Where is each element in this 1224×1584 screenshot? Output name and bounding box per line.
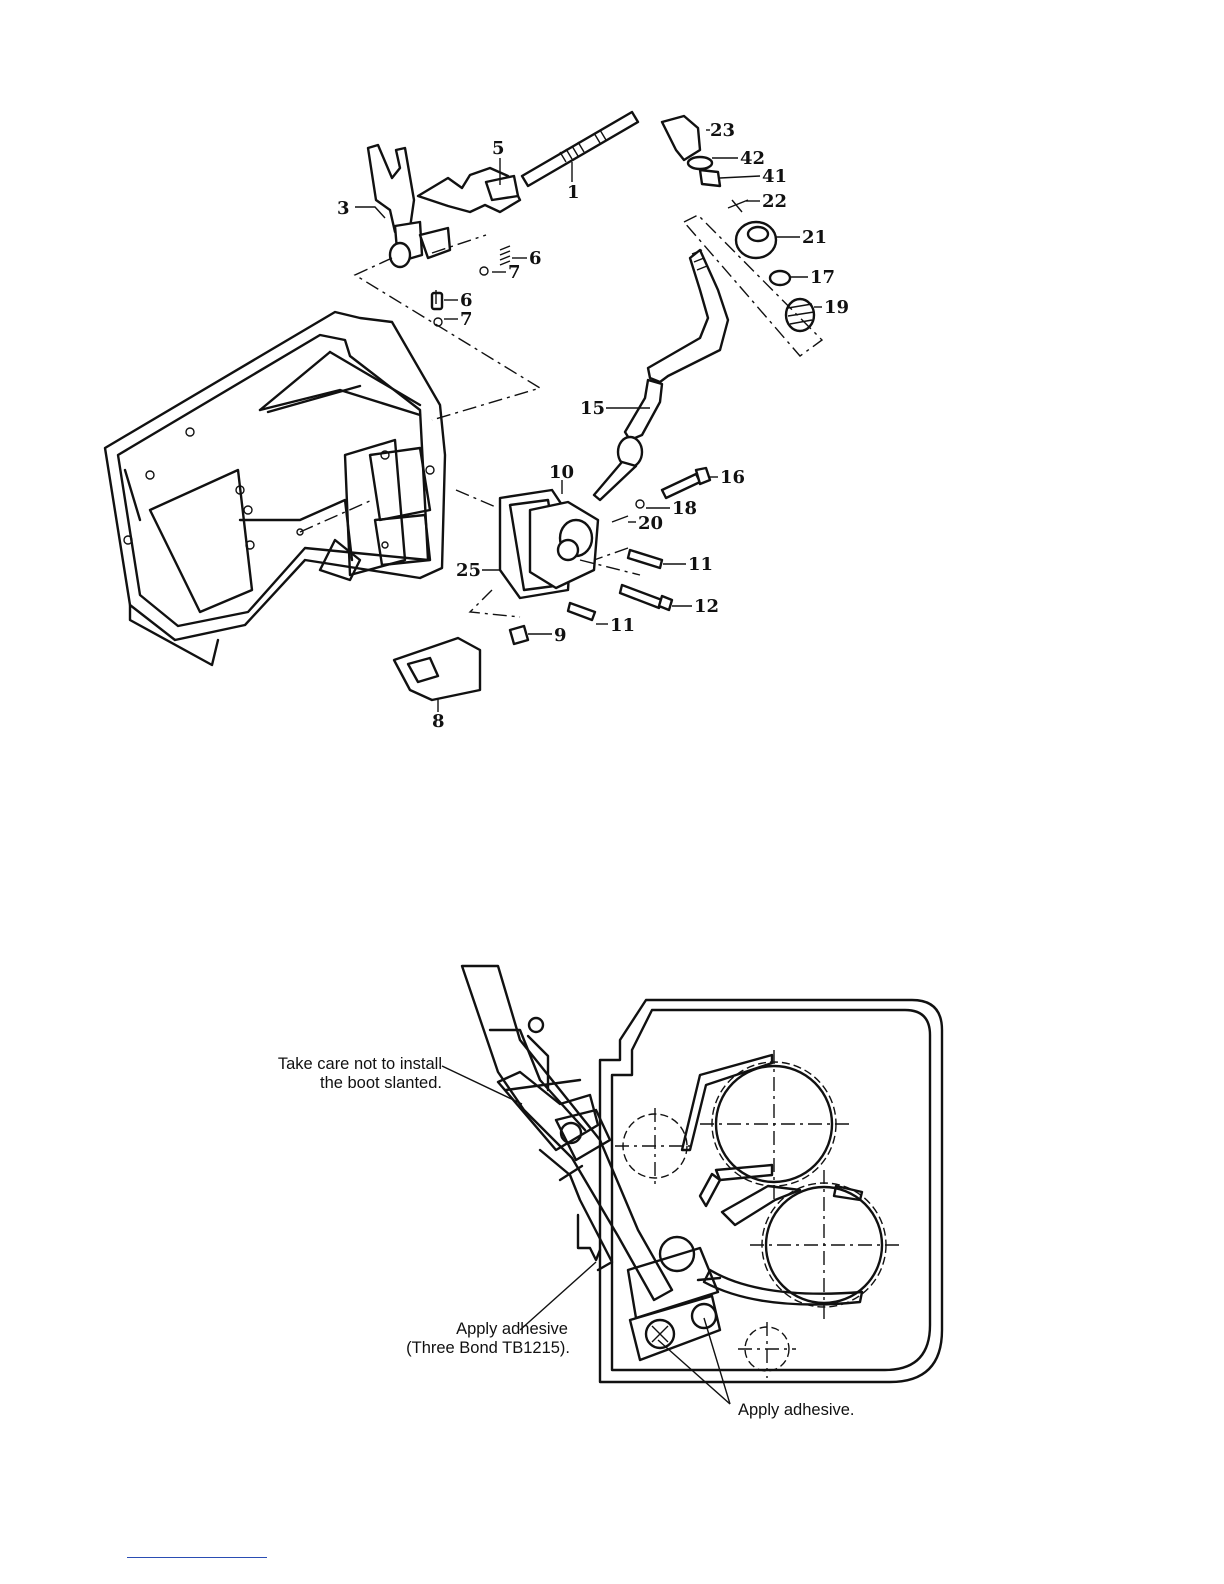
note-boot-line1: Take care not to install: [278, 1055, 442, 1073]
gears: [615, 1050, 902, 1378]
note-adhesive-line1: Apply adhesive: [456, 1320, 568, 1338]
lever-and-boot: [462, 966, 720, 1318]
note-apply-adhesive: Apply adhesive.: [738, 1401, 855, 1419]
note-adhesive-line2: (Three Bond TB1215).: [406, 1339, 570, 1357]
note-boot-line2: the boot slanted.: [320, 1074, 442, 1092]
case-seam: [578, 1215, 600, 1260]
footer-rule: [127, 1557, 267, 1558]
